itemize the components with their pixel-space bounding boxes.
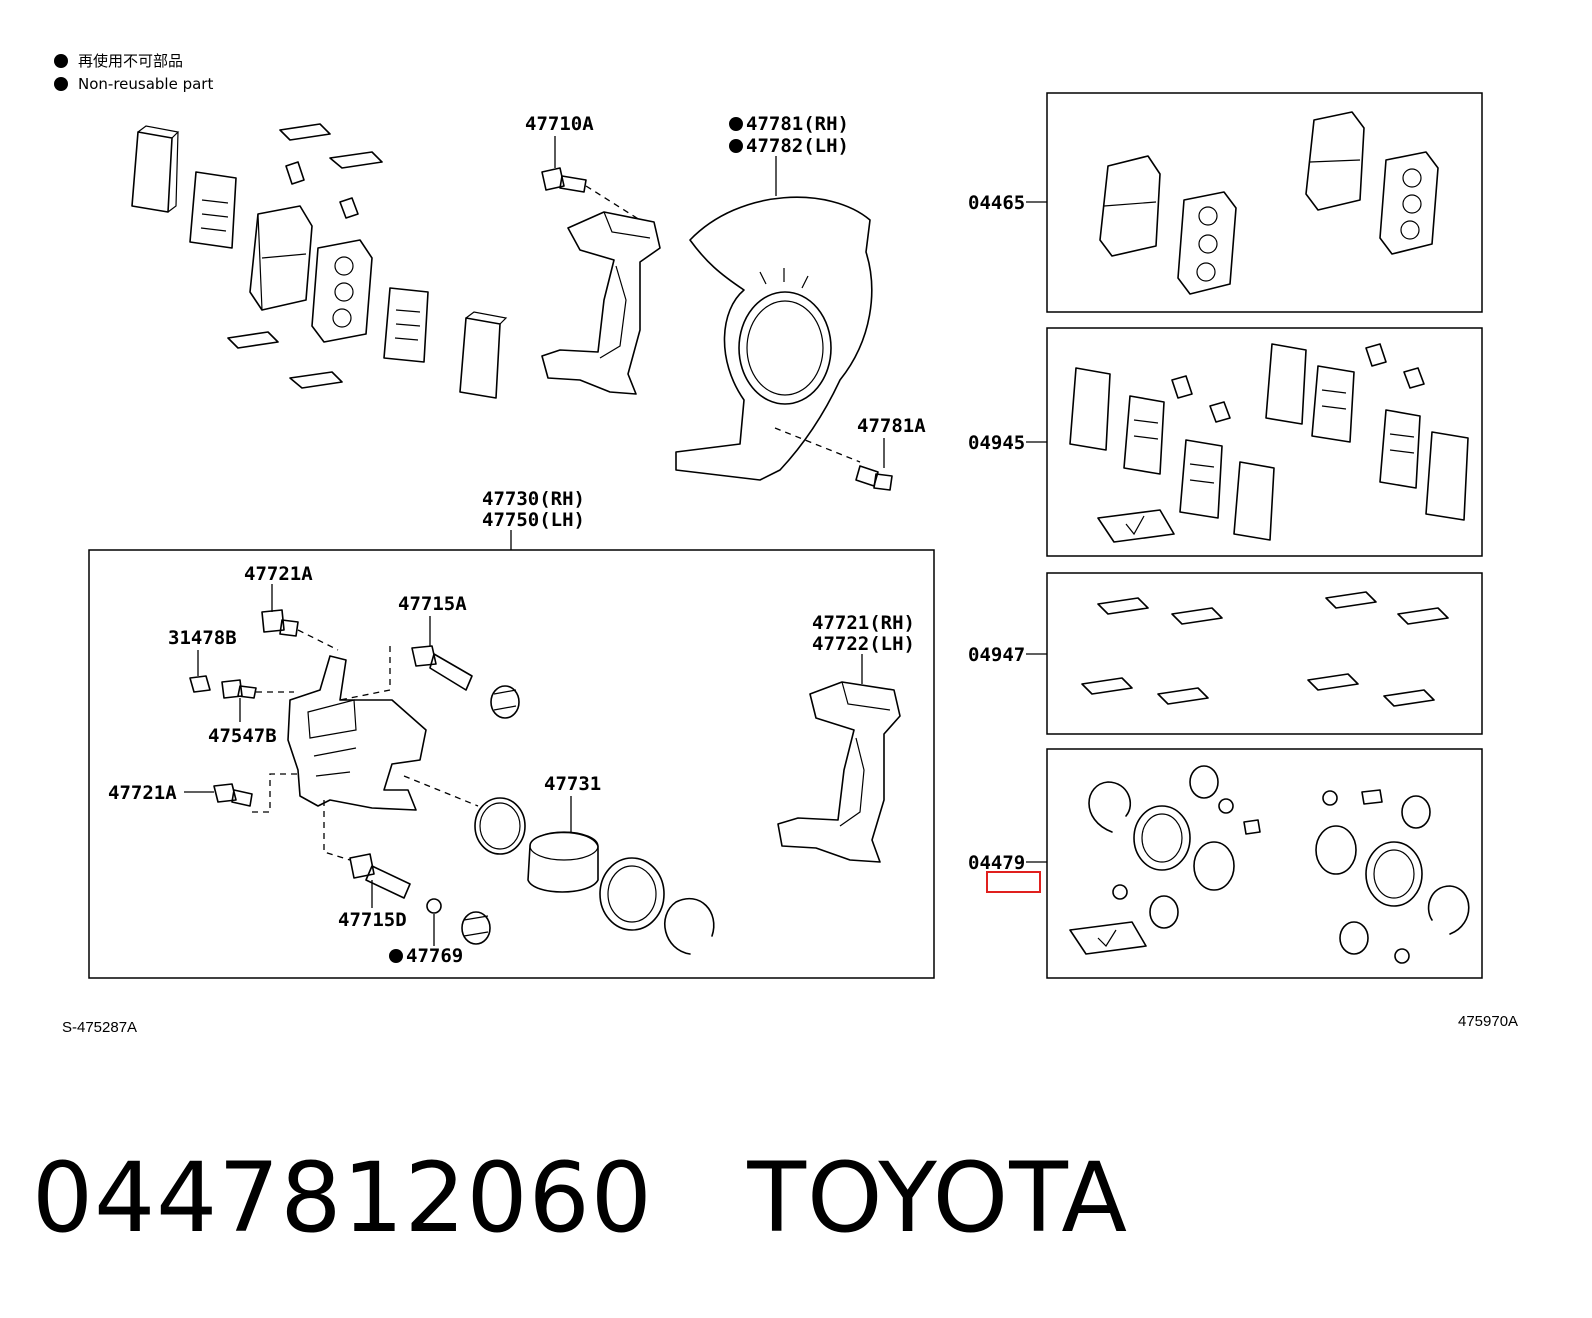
label-47721A-top: 47721A [244,563,313,585]
dust-cover-drawing [675,156,893,491]
label-47721RH: 47721(RH) [812,612,915,634]
label-47722LH: 47722(LH) [812,633,915,655]
label-47782LH: 47782(LH) [746,135,849,157]
ref-left: S-475287A [62,1019,137,1036]
label-47781A: 47781A [857,415,926,437]
label-kit-04465: 04465 [968,192,1025,214]
legend-jp: 再使用不可部品 [78,52,183,70]
highlight-box-04479 [986,871,1041,893]
non-reusable-marker-icon [389,949,403,963]
label-47781RH: 47781(RH) [746,113,849,135]
kit-04465-drawing [1099,111,1439,295]
label-kit-04945: 04945 [968,432,1025,454]
non-reusable-marker-icon [729,117,743,131]
caption-brand: TOYOTA [747,1142,1129,1254]
pad-assembly-drawing [131,123,508,399]
kit-04947-drawing [1081,591,1449,707]
label-47547B: 47547B [208,725,277,747]
non-reusable-marker-icon [729,139,743,153]
label-47731: 47731 [544,773,601,795]
kit-box-04479 [1046,748,1483,979]
label-47750LH: 47750(LH) [482,509,585,531]
label-kit-04947: 04947 [968,644,1025,666]
label-47715A: 47715A [398,593,467,615]
kit-box-04465 [1046,92,1483,313]
kit-box-04945 [1046,327,1483,557]
label-47730RH: 47730(RH) [482,488,585,510]
parts-diagram: 再使用不可部品 Non-reusable part [54,52,1518,1036]
legend: 再使用不可部品 Non-reusable part [54,52,213,93]
non-reusable-marker-icon [54,54,68,68]
mounting-drawing [541,136,661,395]
label-31478B: 31478B [168,627,237,649]
part-caption: 0447812060 TOYOTA [32,1150,1128,1246]
caliper-assembly-drawing [184,584,901,955]
label-47710A: 47710A [525,113,594,135]
label-kit-04479: 04479 [968,852,1025,874]
label-47721A-lower: 47721A [108,782,177,804]
non-reusable-marker-icon [54,77,68,91]
kit-box-04947 [1046,572,1483,735]
legend-en: Non-reusable part [78,75,213,93]
ref-right: 475970A [1458,1013,1518,1030]
kit-04945-drawing [1069,343,1469,543]
caption-part-number: 0447812060 [32,1142,653,1254]
part-labels: 47710A 47781(RH) 47782(LH) 47781A 47730(… [108,113,1025,967]
label-47715D: 47715D [338,909,407,931]
caliper-assembly-box [88,549,935,979]
label-47769: 47769 [406,945,463,967]
kit-04479-drawing [1069,765,1470,964]
